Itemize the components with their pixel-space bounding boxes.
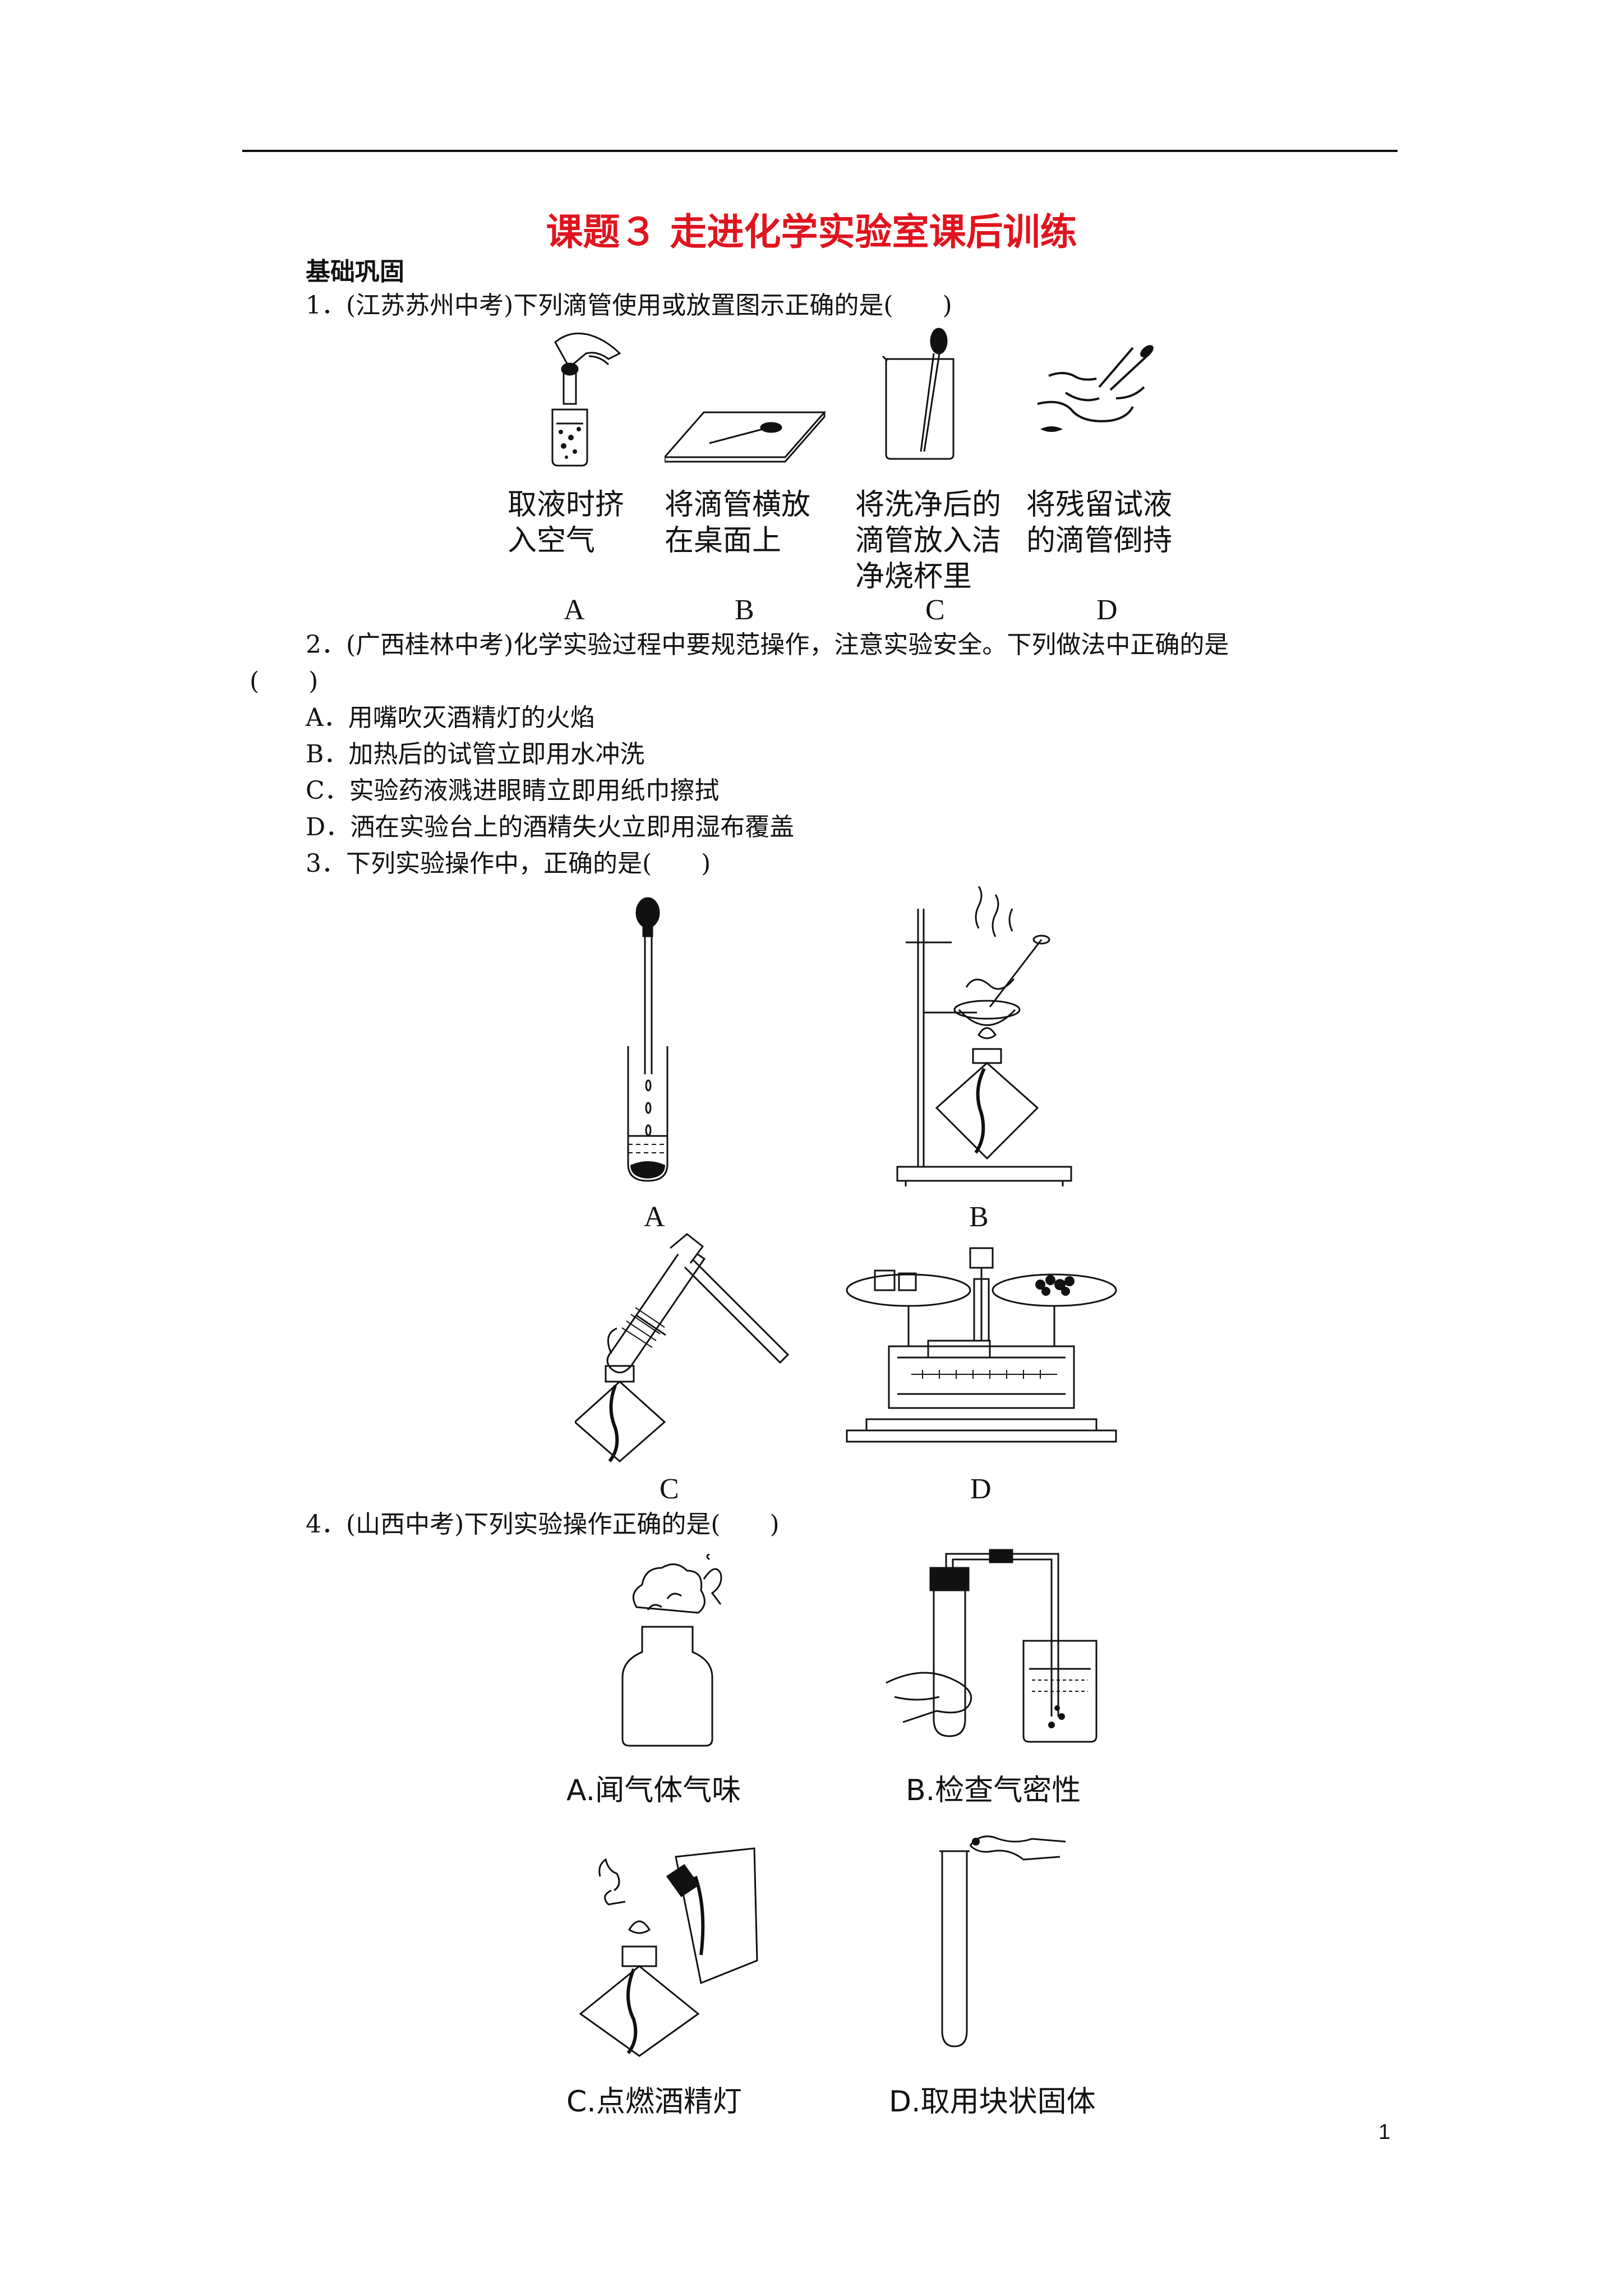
q1-caption-d-line1: 将残留试液 xyxy=(1026,488,1173,522)
q3-option-a: A xyxy=(644,1201,665,1233)
page-number: 1 xyxy=(1378,2120,1391,2144)
q4-figure-a-smell-gas xyxy=(620,1554,732,1756)
q1-figure-d-dropper-inverted xyxy=(1032,345,1154,432)
q3-option-b: B xyxy=(969,1201,989,1233)
q2-option-c: C．实验药液溅进眼睛立即用纸巾擦拭 xyxy=(306,776,720,805)
q1-option-c: C xyxy=(925,594,945,626)
section-heading: 基础巩固 xyxy=(306,257,404,286)
q1-caption-d-line2: 的滴管倒持 xyxy=(1026,524,1173,558)
q4-caption-d: D.取用块状固体 xyxy=(889,2085,1096,2119)
q1-caption-a-line1: 取液时挤 xyxy=(508,488,625,522)
q1-stem: 1．(江苏苏州中考)下列滴管使用或放置图示正确的是( ) xyxy=(306,291,952,320)
q2-option-a: A．用嘴吹灭酒精灯的火焰 xyxy=(306,703,595,732)
q1-figure-a-dropper-squeeze xyxy=(522,325,634,471)
q1-option-a: A xyxy=(564,594,585,626)
q1-figure-c-dropper-in-beaker xyxy=(880,325,981,466)
header-rule xyxy=(242,150,1398,152)
q3-figure-d-balance xyxy=(844,1245,1119,1447)
q4-caption-b: B.检查气密性 xyxy=(906,1774,1081,1807)
q1-caption-b-line1: 将滴管横放 xyxy=(665,488,811,522)
q3-option-c: C xyxy=(660,1473,679,1505)
q4-caption-c: C.点燃酒精灯 xyxy=(566,2085,742,2119)
q4-figure-d-solid-into-tube xyxy=(931,1832,1077,2053)
q4-figure-b-airtightness-check xyxy=(883,1545,1141,1747)
q2-stem-line2: ( ) xyxy=(250,667,319,696)
q4-stem: 4．(山西中考)下列实验操作正确的是( ) xyxy=(306,1510,780,1539)
q1-option-b: B xyxy=(735,594,754,626)
page-title: 课题３ 走进化学实验室课后训练 xyxy=(546,210,1077,254)
q2-option-d: D．洒在实验台上的酒精失火立即用湿布覆盖 xyxy=(306,813,795,841)
q3-figure-c-heating-test-tube xyxy=(575,1231,799,1467)
q1-figure-b-dropper-on-table xyxy=(665,404,827,466)
q3-figure-a-dropper-in-test-tube xyxy=(623,895,684,1186)
q1-caption-a-line2: 入空气 xyxy=(508,524,596,558)
q1-caption-c-line1: 将洗净后的 xyxy=(855,488,1002,522)
q1-caption-c-line2: 滴管放入洁 xyxy=(855,524,1002,558)
q3-stem: 3．下列实验操作中，正确的是( ) xyxy=(306,849,711,878)
q4-figure-c-lighting-alcohol-lamp xyxy=(578,1843,763,2059)
q1-caption-b-line2: 在桌面上 xyxy=(665,524,782,558)
q2-stem-line1: 2．(广西桂林中考)化学实验过程中要规范操作，注意实验安全。下列做法中正确的是 xyxy=(306,631,1229,659)
q2-option-b: B．加热后的试管立即用水冲洗 xyxy=(306,740,645,769)
q1-caption-c-line3: 净烧杯里 xyxy=(855,560,972,593)
q3-figure-b-evaporation xyxy=(895,886,1080,1189)
q3-option-d: D xyxy=(970,1473,992,1505)
q1-option-d: D xyxy=(1096,594,1118,626)
q4-caption-a: A.闻气体气味 xyxy=(566,1774,741,1807)
